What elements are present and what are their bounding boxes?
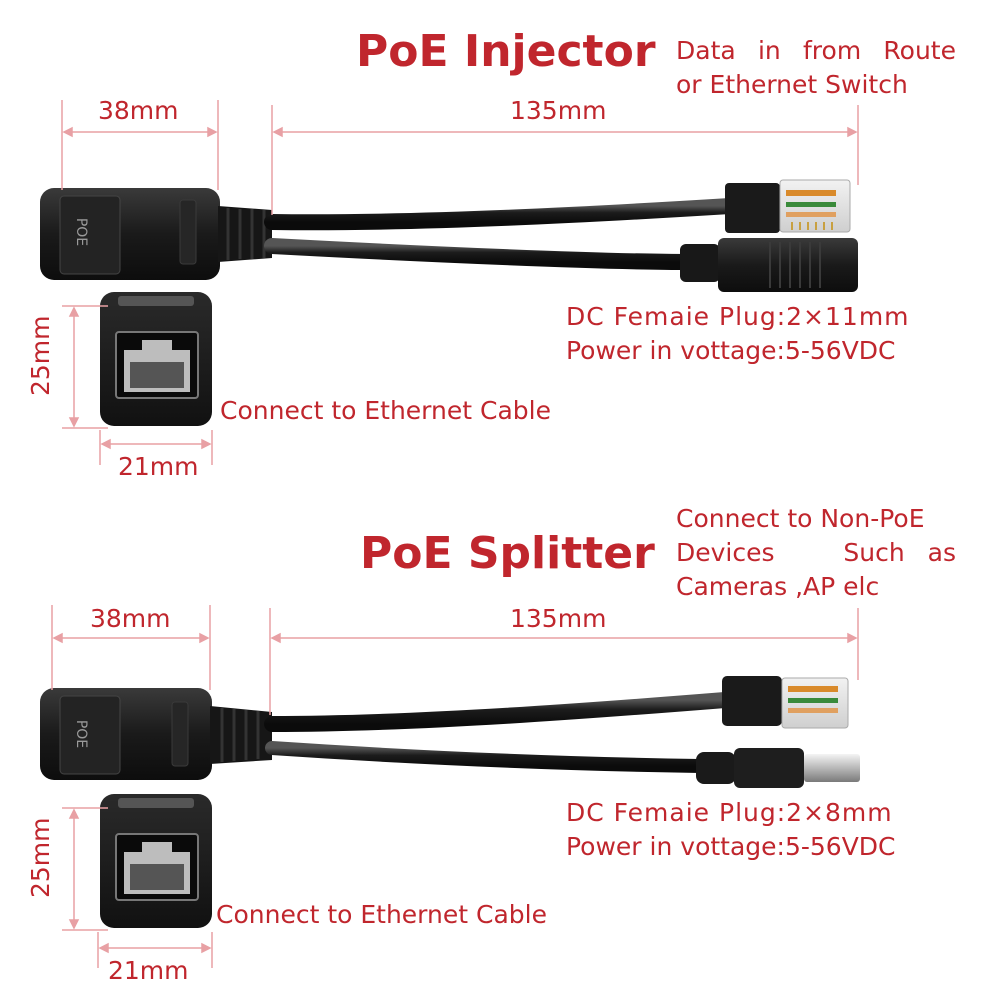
splitter-connect-label: Connect to Ethernet Cable — [216, 900, 547, 929]
injector-width-dimension: 38mm — [98, 96, 179, 125]
injector-desc-line1: Data in from Route — [676, 36, 956, 65]
injector-title: PoE Injector — [356, 26, 656, 77]
splitter-dc-spec: DC Femaie Plug:2×8mm Power in vottage:5-… — [566, 796, 896, 864]
dimension-lines — [51, 100, 859, 968]
splitter-housing-mark: POE — [73, 719, 89, 749]
injector-product — [40, 179, 858, 426]
splitter-width-dimension: 38mm — [90, 604, 171, 633]
injector-depth-dimension: 21mm — [118, 452, 199, 481]
splitter-depth-dimension: 21mm — [108, 956, 189, 985]
injector-description: Data in from Route or Ethernet Switch — [676, 34, 956, 102]
injector-housing-mark: POE — [73, 217, 89, 247]
injector-desc-line2: or Ethernet Switch — [676, 70, 908, 99]
injector-height-dimension: 25mm — [26, 315, 55, 396]
splitter-description: Connect to Non-PoE Devices Such as Camer… — [676, 502, 956, 604]
injector-dc-plug-label: DC Femaie Plug:2×11mm — [566, 302, 910, 331]
injector-power-label: Power in vottage:5-56VDC — [566, 336, 896, 365]
injector-dc-spec: DC Femaie Plug:2×11mm Power in vottage:5… — [566, 300, 910, 368]
splitter-dc-plug-label: DC Femaie Plug:2×8mm — [566, 798, 893, 827]
splitter-length-dimension: 135mm — [510, 604, 607, 633]
splitter-desc-line3: Cameras ,AP elc — [676, 572, 880, 601]
splitter-desc-line1: Connect to Non-PoE — [676, 504, 925, 533]
splitter-title: PoE Splitter — [360, 528, 655, 579]
splitter-desc-line2: Devices Such as — [676, 538, 956, 567]
injector-length-dimension: 135mm — [510, 96, 607, 125]
splitter-power-label: Power in vottage:5-56VDC — [566, 832, 896, 861]
splitter-product — [40, 676, 860, 928]
splitter-height-dimension: 25mm — [26, 817, 55, 898]
injector-connect-label: Connect to Ethernet Cable — [220, 396, 551, 425]
